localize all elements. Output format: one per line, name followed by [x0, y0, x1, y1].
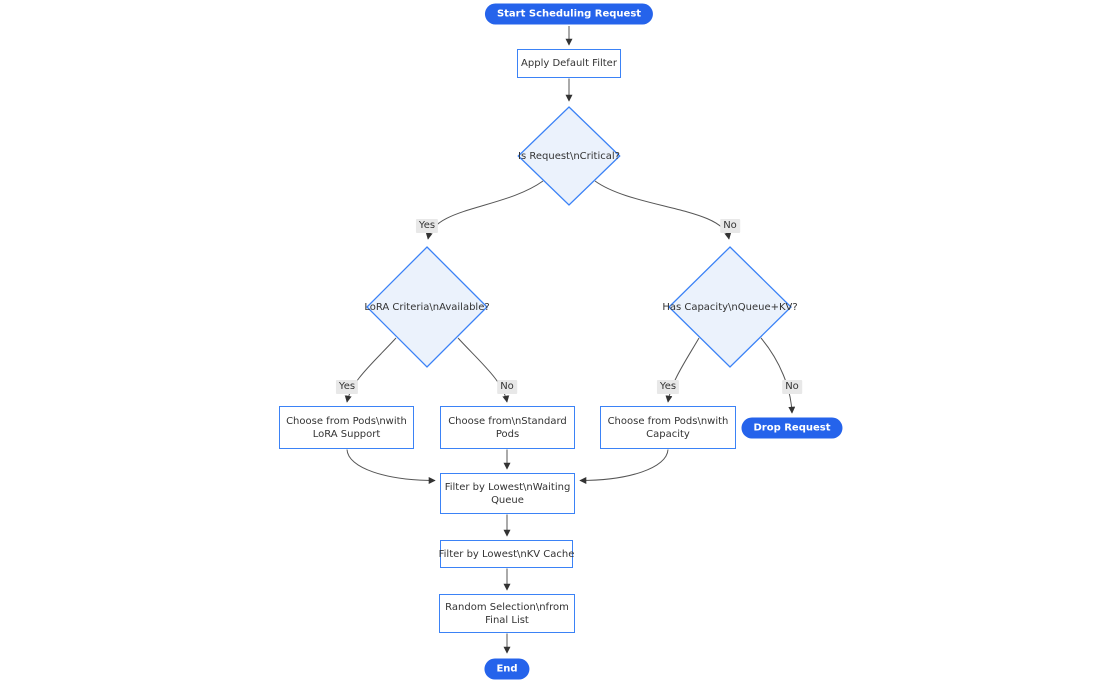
node-choose-pods-capacity: Choose from Pods\nwith Capacity: [600, 406, 736, 449]
node-label: End: [496, 663, 518, 675]
edge-lorapods-filter: [346, 449, 436, 484]
edge-label-no: No: [497, 380, 517, 394]
node-label-line: Capacity: [646, 428, 690, 440]
node-label-line: Pods: [495, 428, 520, 440]
edge-capacitypods-filter: [579, 449, 669, 484]
node-choose-pods-lora: Choose from Pods\nwith LoRA Support: [279, 406, 414, 449]
node-label-line: Choose from Pods\nwith: [286, 415, 407, 427]
node-lora-criteria-available: LoRA Criteria\nAvailable?: [364, 246, 490, 368]
node-has-capacity-queue-kv: Has Capacity\nQueue+KV?: [662, 246, 798, 368]
diamond-shape: [668, 246, 792, 368]
node-label: Drop Request: [753, 422, 831, 434]
node-label-line: Choose from Pods\nwith: [607, 415, 729, 427]
edge-label-no: No: [720, 219, 740, 233]
diamond-shape: [517, 106, 621, 206]
node-start: Start Scheduling Request: [484, 3, 654, 25]
node-label-line: Choose from\nStandard: [448, 415, 567, 427]
edge-capacity-yes: [665, 337, 700, 403]
node-random-selection: Random Selection\nfrom Final List: [439, 594, 575, 633]
edge-label-no: No: [782, 380, 802, 394]
node-choose-standard-pods: Choose from\nStandard Pods: [440, 406, 575, 449]
node-label: LoRA Criteria\nAvailable?: [364, 301, 490, 313]
node-label-line: Random Selection\nfrom: [445, 601, 569, 613]
node-filter-waiting-queue: Filter by Lowest\nWaiting Queue: [440, 473, 575, 514]
node-filter-kv-cache: Filter by Lowest\nKV Cache: [438, 540, 575, 568]
node-end: End: [484, 658, 530, 680]
node-label: Has Capacity\nQueue+KV?: [662, 301, 798, 313]
node-label-line: Final List: [485, 614, 529, 626]
edge-lora-yes: [344, 337, 397, 403]
edge-capacity-no: [760, 337, 796, 414]
node-drop-request: Drop Request: [741, 417, 843, 439]
edge-label-yes: Yes: [656, 380, 680, 394]
node-label-line: Filter by Lowest\nWaiting: [444, 481, 571, 493]
node-apply-default-filter: Apply Default Filter: [517, 49, 621, 78]
node-is-request-critical: Is Request\nCritical?: [517, 106, 621, 206]
node-label: Start Scheduling Request: [496, 8, 642, 20]
edge-lora-no: [457, 337, 510, 403]
node-label: Apply Default Filter: [521, 58, 617, 69]
node-label-line: Queue: [491, 494, 524, 506]
node-label-line: LoRA Support: [312, 428, 381, 440]
node-label: Is Request\nCritical?: [518, 150, 620, 162]
node-label: Filter by Lowest\nKV Cache: [438, 548, 575, 560]
diamond-shape: [366, 246, 488, 368]
edge-label-yes: Yes: [415, 219, 439, 233]
edge-label-yes: Yes: [335, 380, 359, 394]
